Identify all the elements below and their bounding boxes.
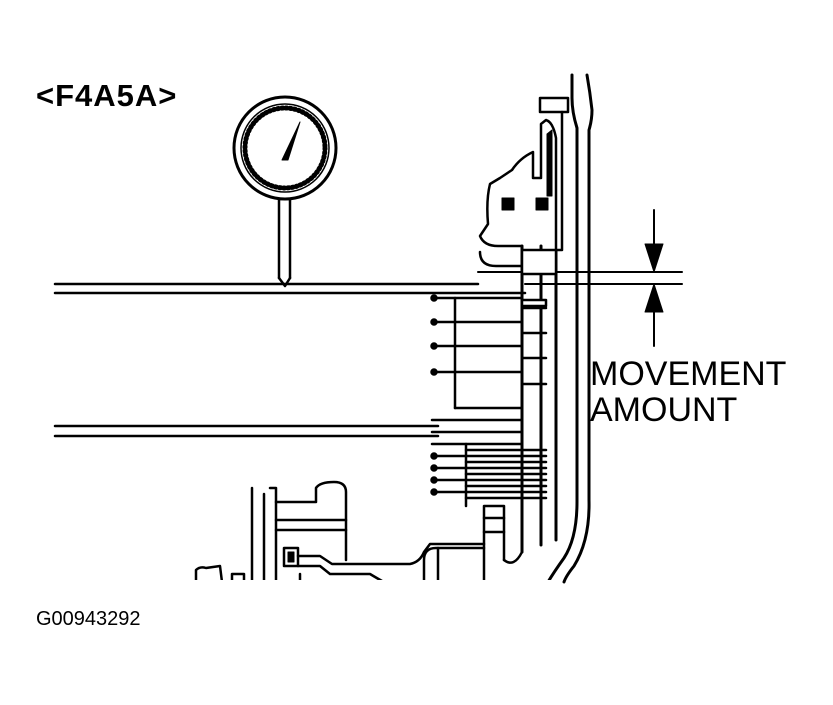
shaft-lines bbox=[53, 282, 527, 438]
transmission-case bbox=[546, 73, 594, 584]
model-label: <F4A5A> bbox=[36, 78, 178, 113]
callout-line-2: AMOUNT bbox=[590, 391, 738, 429]
figure-id: G00943292 bbox=[36, 608, 141, 630]
snap-ring-retainer bbox=[478, 96, 570, 268]
callout-line-1: MOVEMENT bbox=[590, 355, 787, 393]
clutch-pack bbox=[430, 244, 558, 554]
dial-indicator-icon bbox=[232, 95, 338, 288]
movement-amount-callout: MOVEMENT AMOUNT bbox=[590, 356, 786, 428]
movement-dimension bbox=[477, 209, 683, 347]
